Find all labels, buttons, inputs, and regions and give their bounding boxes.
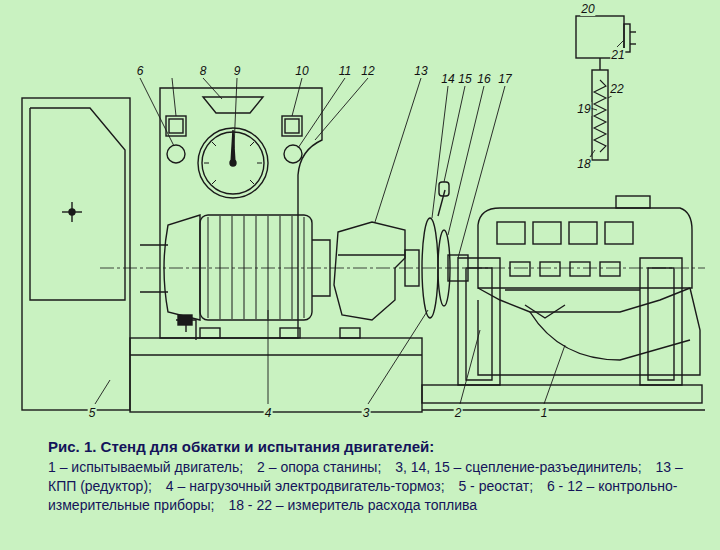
- callout-number: 11: [338, 64, 352, 78]
- caption-heading: Рис. 1. Стенд для обкатки и испытания дв…: [48, 437, 698, 457]
- callout-number: 13: [413, 64, 428, 78]
- callout-number: 2: [454, 406, 463, 420]
- figure-caption: Рис. 1. Стенд для обкатки и испытания дв…: [48, 437, 698, 457]
- callout-number: 9: [233, 64, 242, 78]
- callout-number: 20: [580, 2, 595, 16]
- callout-number: 17: [497, 72, 512, 86]
- callout-number: 16: [476, 72, 491, 86]
- callout-number: 4: [264, 406, 273, 420]
- callout-number: 3: [362, 406, 371, 420]
- caption-item: 5 - реостат;: [458, 478, 533, 494]
- caption-item: 1 – испытываемый двигатель;: [48, 459, 243, 475]
- callout-number: 15: [457, 72, 472, 86]
- callout-number: 19: [576, 102, 591, 116]
- callout-number: 22: [609, 82, 624, 96]
- callout-number: 6: [136, 64, 145, 78]
- caption-item: 3, 14, 15 – сцепление-разъединитель;: [395, 459, 641, 475]
- callout-number: 1: [540, 406, 549, 420]
- callout-number: 14: [440, 72, 455, 86]
- callout-number: 10: [294, 64, 309, 78]
- callout-number: 8: [199, 64, 208, 78]
- callout-number: 5: [88, 406, 97, 420]
- callout-number: 18: [576, 157, 591, 171]
- caption-item: 2 – опора станины;: [257, 459, 381, 475]
- caption-item: 18 - 22 – измеритель расхода топлива: [228, 497, 477, 513]
- caption-item: 4 – нагрузочный электродвигатель-тормоз;: [166, 478, 445, 494]
- caption-legend: 1 – испытываемый двигатель; 2 – опора ст…: [48, 458, 698, 515]
- callout-number: 21: [610, 48, 625, 62]
- callout-number: 12: [360, 64, 375, 78]
